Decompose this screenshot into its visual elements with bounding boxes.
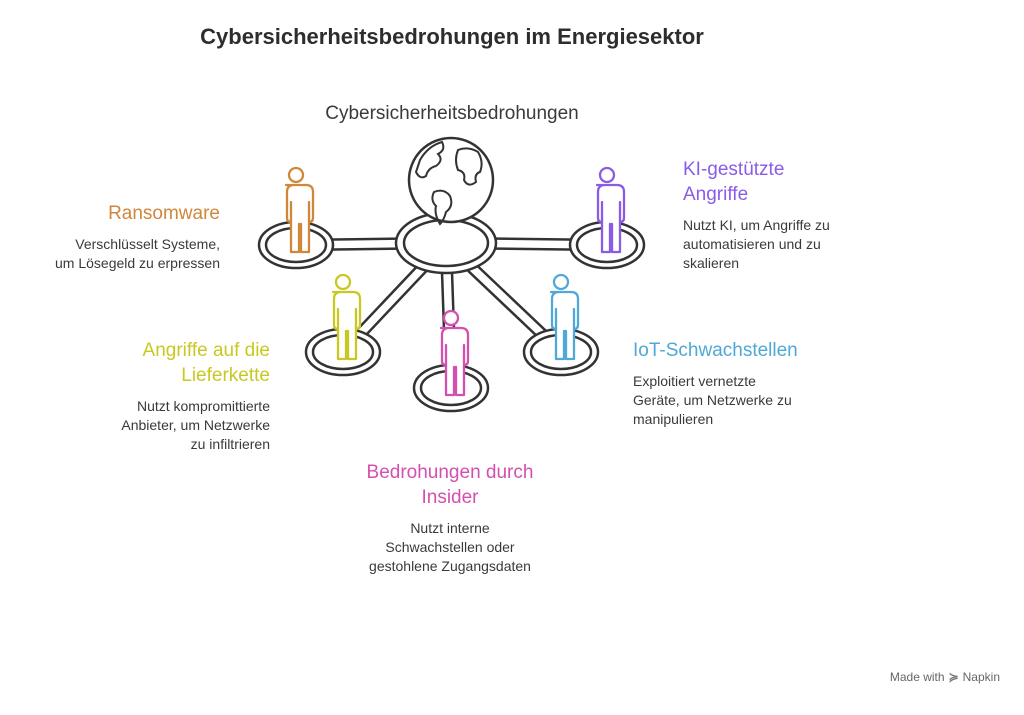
globe-continents-icon bbox=[414, 140, 483, 226]
title-line: Bedrohungen durch bbox=[366, 462, 534, 483]
person-icon bbox=[595, 183, 626, 254]
made-with-label: Made with bbox=[889, 670, 945, 684]
title-line: Angriffe bbox=[683, 184, 749, 205]
desc-line: gestohlene Zugangsdaten bbox=[369, 558, 531, 574]
person-head-icon bbox=[552, 273, 570, 291]
title-line: IoT-Schwachstellen bbox=[633, 340, 798, 361]
desc-line: Geräte, um Netzwerke zu bbox=[633, 392, 792, 408]
napkin-logo-icon: ≽ bbox=[948, 670, 959, 684]
center-label: Cybersicherheitsbedrohungen bbox=[325, 103, 579, 124]
title-line: KI-gestützte bbox=[683, 159, 785, 180]
person-head-icon bbox=[598, 166, 616, 184]
made-with-napkin[interactable]: Made with ≽ Napkin bbox=[890, 670, 1000, 684]
title-line: Ransomware bbox=[108, 203, 220, 224]
threat-description: Nutzt KI, um Angriffe zu automatisieren … bbox=[683, 216, 903, 273]
threat-description: Nutzt interne Schwachstellen oder gestoh… bbox=[330, 519, 570, 576]
threat-insider: Bedrohungen durch Insider Nutzt interne … bbox=[330, 460, 570, 576]
person-icon bbox=[549, 290, 580, 361]
desc-line: skalieren bbox=[683, 255, 740, 271]
desc-line: Verschlüsselt Systeme, bbox=[75, 236, 220, 252]
person-head-icon bbox=[334, 273, 352, 291]
desc-line: Nutzt kompromittierte bbox=[136, 398, 270, 414]
globe-icon bbox=[407, 136, 495, 224]
threat-description: Nutzt kompromittierte Anbieter, um Netzw… bbox=[50, 397, 270, 454]
desc-line: Nutzt KI, um Angriffe zu bbox=[683, 217, 830, 233]
person-head-icon bbox=[442, 309, 460, 327]
person-icon bbox=[439, 326, 470, 397]
threat-title: Bedrohungen durch Insider bbox=[330, 460, 570, 510]
person-head-icon bbox=[287, 166, 305, 184]
desc-line: Nutzt interne bbox=[410, 520, 490, 536]
page-title: Cybersicherheitsbedrohungen im Energiese… bbox=[200, 24, 704, 49]
brand-label: Napkin bbox=[962, 670, 1000, 684]
desc-line: Anbieter, um Netzwerke bbox=[121, 417, 270, 433]
desc-line: Schwachstellen oder bbox=[385, 539, 515, 555]
title-line: Lieferkette bbox=[181, 365, 270, 386]
desc-line: um Lösegeld zu erpressen bbox=[55, 255, 220, 271]
desc-line: zu infiltrieren bbox=[190, 436, 270, 452]
threat-supply-chain: Angriffe auf die Lieferkette Nutzt kompr… bbox=[50, 338, 270, 454]
hub-ring-inner bbox=[402, 218, 490, 268]
desc-line: automatisieren und zu bbox=[683, 236, 821, 252]
desc-line: manipulieren bbox=[633, 411, 714, 427]
threat-description: Exploitiert vernetzte Geräte, um Netzwer… bbox=[633, 372, 873, 429]
desc-line: Exploitiert vernetzte bbox=[633, 373, 756, 389]
threat-title: Ransomware bbox=[20, 201, 220, 226]
threat-description: Verschlüsselt Systeme, um Lösegeld zu er… bbox=[20, 235, 220, 273]
threat-ai-attacks: KI-gestützte Angriffe Nutzt KI, um Angri… bbox=[683, 157, 903, 273]
threat-title: Angriffe auf die Lieferkette bbox=[50, 338, 270, 388]
title-line: Insider bbox=[421, 487, 479, 508]
title-line: Angriffe auf die bbox=[142, 340, 270, 361]
person-icon bbox=[284, 183, 315, 254]
person-icon bbox=[331, 290, 362, 361]
threat-title: KI-gestützte Angriffe bbox=[683, 157, 903, 207]
threat-ransomware: Ransomware Verschlüsselt Systeme, um Lös… bbox=[20, 201, 220, 273]
threat-title: IoT-Schwachstellen bbox=[633, 338, 873, 363]
threat-iot: IoT-Schwachstellen Exploitiert vernetzte… bbox=[633, 338, 873, 429]
